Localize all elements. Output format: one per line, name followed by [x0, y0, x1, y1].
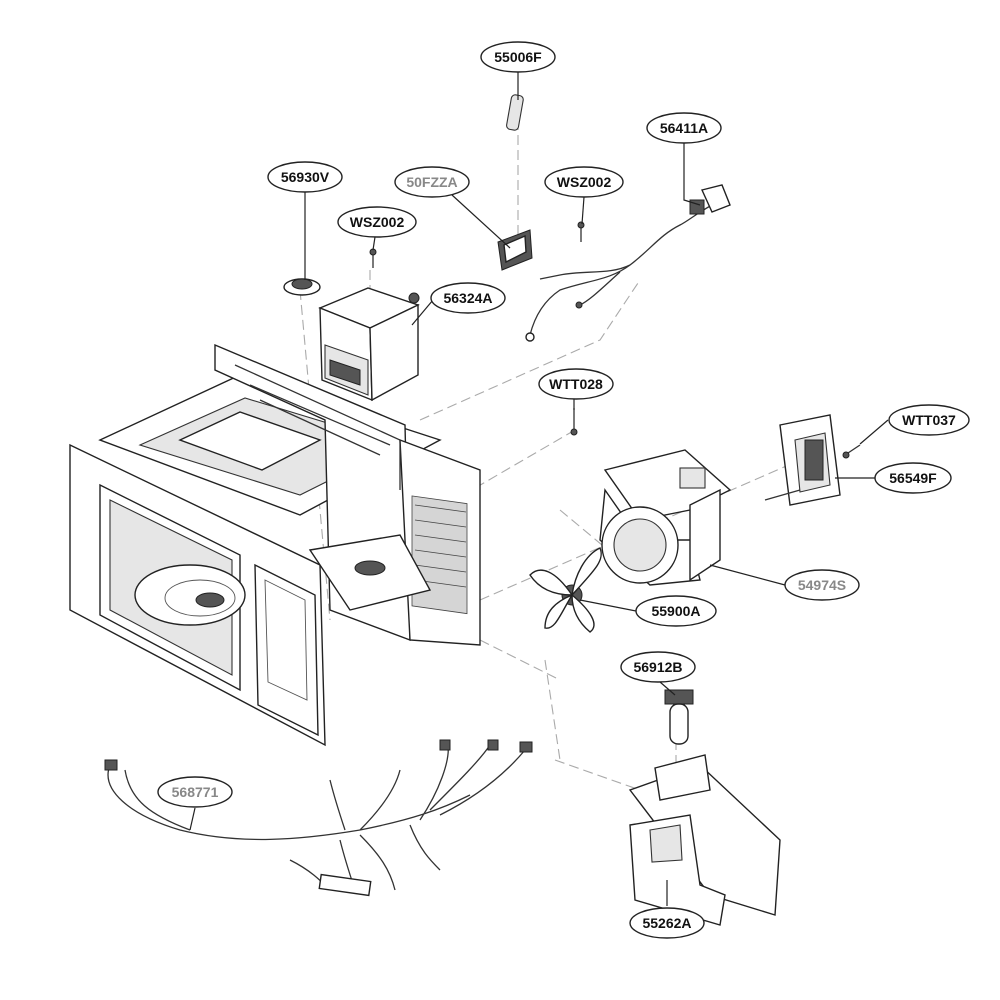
- part-number-text: 55262A: [642, 915, 691, 931]
- part-label-WTT037: WTT037: [888, 404, 970, 436]
- power-cord-part: [525, 184, 731, 342]
- part-number-text: 56324A: [443, 290, 492, 306]
- part-label-56324A: 56324A: [430, 282, 506, 314]
- part-number-text: 56549F: [889, 470, 937, 486]
- magnetron-part: [764, 414, 841, 506]
- part-label-56411A: 56411A: [646, 112, 722, 144]
- part-label-WSZ002-right: WSZ002: [544, 166, 624, 198]
- part-label-568771: 568771: [157, 776, 233, 808]
- part-label-56930V: 56930V: [267, 161, 343, 193]
- part-number-text: 54974S: [798, 577, 846, 593]
- part-number-text: 56912B: [633, 659, 682, 675]
- air-duct-part: [628, 754, 781, 926]
- part-label-50FZZA: 50FZZA: [394, 166, 470, 198]
- switch-part: [497, 229, 533, 271]
- part-number-text: WSZ002: [350, 214, 405, 230]
- screw-wtt028: [570, 408, 578, 436]
- part-label-55006F: 55006F: [480, 41, 556, 73]
- part-number-text: 50FZZA: [406, 174, 457, 190]
- part-label-56549F: 56549F: [874, 462, 952, 494]
- part-label-54974S: 54974S: [784, 569, 860, 601]
- part-number-text: WSZ002: [557, 174, 612, 190]
- part-number-text: WTT028: [549, 376, 603, 392]
- part-number-text: 55006F: [494, 49, 542, 65]
- fan-bracket-part: [599, 449, 732, 586]
- part-label-WTT028: WTT028: [538, 368, 614, 400]
- thermostat-part: [283, 278, 321, 296]
- screw-part: [369, 248, 377, 268]
- screw-wtt037: [842, 444, 861, 459]
- fan-blade-part: [529, 547, 602, 633]
- transformer-part: [318, 287, 420, 402]
- leader-lines: [189, 72, 889, 906]
- wire-harness-part: [104, 739, 533, 897]
- part-number-text: 55900A: [651, 603, 700, 619]
- part-number-text: 56930V: [281, 169, 330, 185]
- part-number-text: 56411A: [660, 120, 708, 136]
- part-label-55262A: 55262A: [629, 907, 705, 939]
- oven-cavity-cabinet: [69, 343, 481, 747]
- part-number-text: WTT037: [902, 412, 956, 428]
- part-label-WSZ002-left: WSZ002: [337, 206, 417, 238]
- part-number-text: 568771: [172, 784, 219, 800]
- part-label-55900A: 55900A: [635, 595, 717, 627]
- screw-part-right: [577, 221, 585, 242]
- lamp-part: [664, 689, 694, 745]
- part-label-56912B: 56912B: [620, 651, 696, 683]
- fuse-part: [506, 94, 524, 131]
